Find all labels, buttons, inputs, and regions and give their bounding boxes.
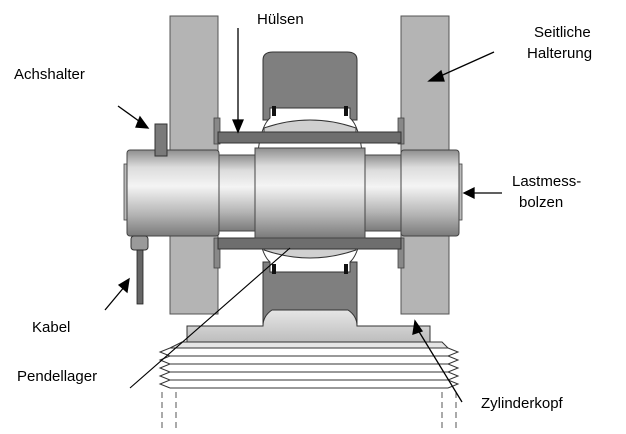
right-bracket-plate-top xyxy=(397,117,405,145)
huelsen-arrow xyxy=(232,28,244,134)
label-zylinderkopf: Zylinderkopf xyxy=(481,395,564,412)
cable-connector xyxy=(130,235,149,251)
label-seitliche-halterung-line2: Halterung xyxy=(527,45,592,62)
kabel-arrow xyxy=(104,277,130,311)
left-bracket-plate-bottom xyxy=(213,237,221,269)
cylinder-head-flange xyxy=(186,309,431,343)
label-seitliche-halterung-line1: Seitliche xyxy=(534,24,591,41)
label-kabel: Kabel xyxy=(32,319,70,336)
label-lastmessbolzen-line1: Lastmess- xyxy=(512,173,581,190)
zylinderkopf-arrow xyxy=(412,319,463,403)
seal-ring-bottom-left xyxy=(272,264,276,274)
label-pendellager: Pendellager xyxy=(17,368,97,385)
sleeve-top xyxy=(217,131,402,144)
pendellager-leader xyxy=(129,247,291,389)
label-huelsen: Hülsen xyxy=(257,11,304,28)
achshalter-arrow xyxy=(117,105,150,129)
seitliche-halterung-arrow xyxy=(427,51,495,82)
axle-retainer xyxy=(154,123,168,157)
bellows xyxy=(158,341,460,389)
rod-end-upper-body xyxy=(262,51,358,121)
load-pin-center-section xyxy=(254,147,366,239)
seal-ring-top-left xyxy=(272,106,276,116)
cable xyxy=(136,249,144,305)
load-pin-right-neck xyxy=(364,154,402,232)
label-lastmessbolzen-line2: bolzen xyxy=(519,194,563,211)
sleeve-bottom xyxy=(217,237,402,250)
load-pin-left-section xyxy=(126,149,220,237)
lastmessbolzen-arrow xyxy=(462,186,502,200)
seal-ring-bottom-right xyxy=(344,264,348,274)
left-bracket-plate-top xyxy=(213,117,221,145)
continuation-lines xyxy=(161,392,457,432)
label-achshalter: Achshalter xyxy=(14,66,85,83)
seal-ring-top-right xyxy=(344,106,348,116)
load-pin-left-neck xyxy=(218,154,256,232)
load-pin-right-section xyxy=(400,149,460,237)
